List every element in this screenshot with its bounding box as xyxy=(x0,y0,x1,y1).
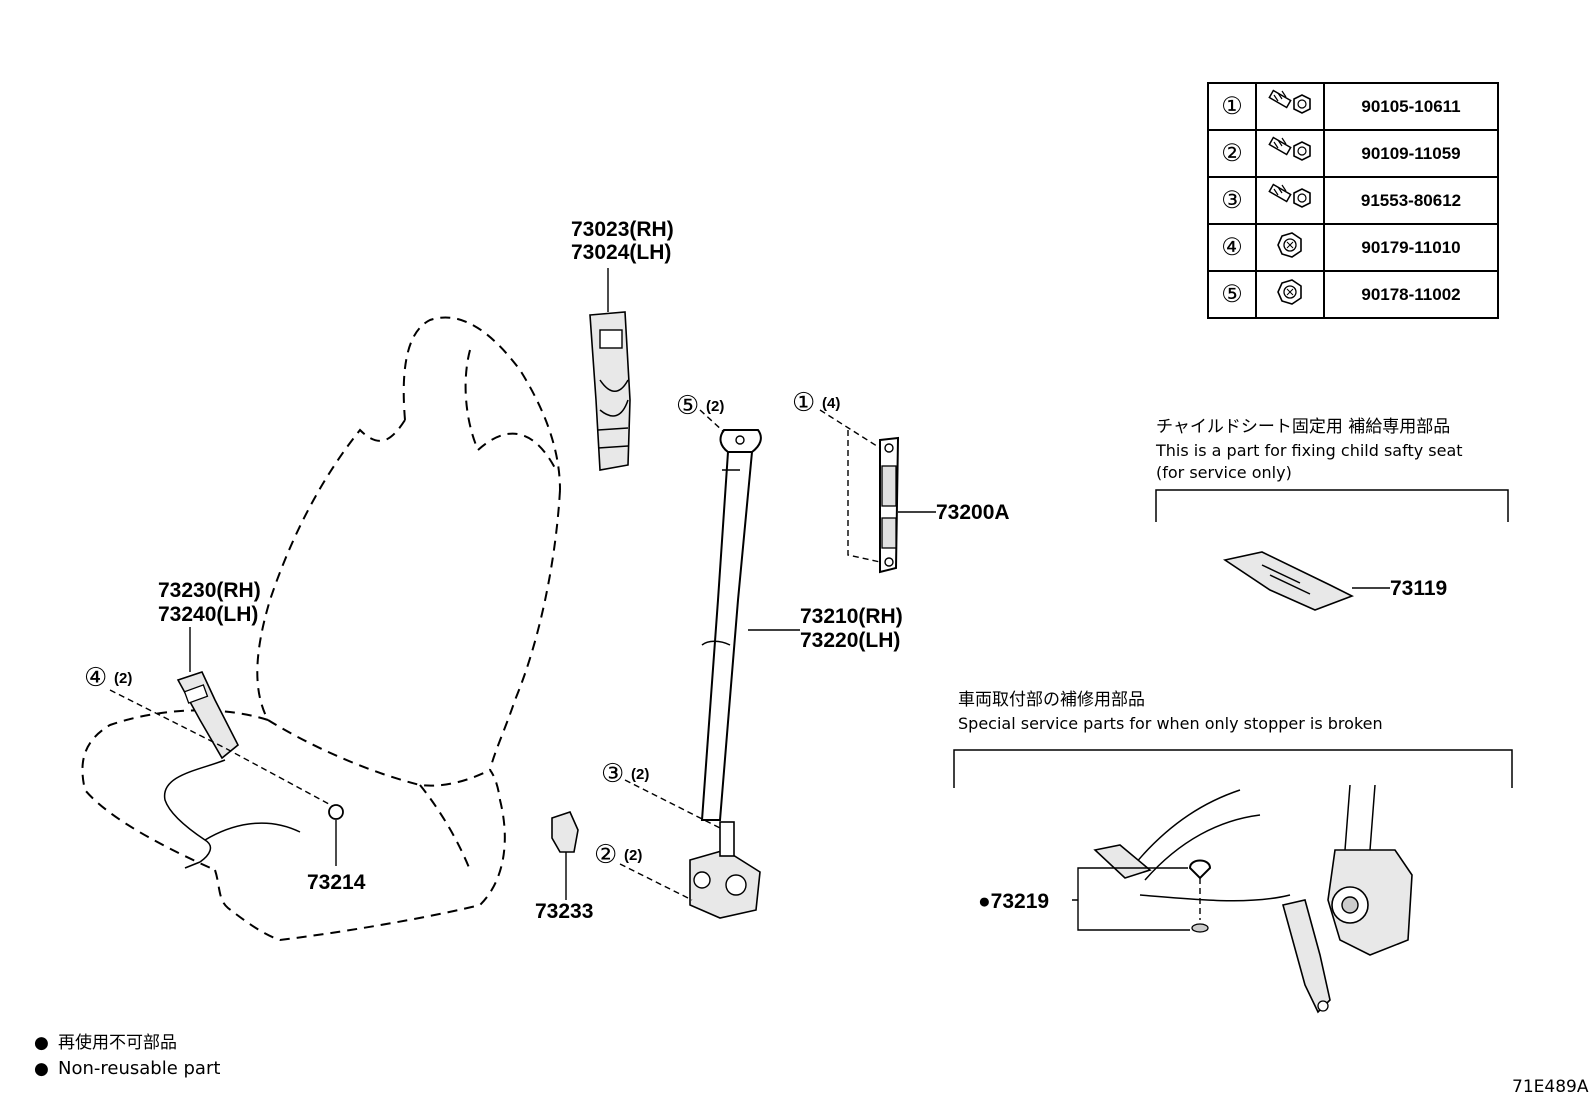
adjuster-part xyxy=(879,436,900,574)
fastener-row: ⑤ 90178-11002 xyxy=(1207,270,1499,319)
callout-1-qty: (4) xyxy=(822,395,840,412)
stopper-note-en: Special service parts for when only stop… xyxy=(958,714,1383,733)
fastener-row: ③ 91553-80612 xyxy=(1207,176,1499,225)
fastener-ref: ⑤ xyxy=(1207,270,1257,319)
callout-3: ③ xyxy=(601,759,624,789)
fastener-table: ① 90105-10611 ② 90109-11059 ③ 91553-80612 ④ 901… xyxy=(1207,82,1499,319)
child-seat-note-jp: チャイルドシート固定用 補給専用部品 xyxy=(1156,417,1450,437)
fastener-part-number: 90105-10611 xyxy=(1323,82,1499,131)
bolt-icon xyxy=(1255,82,1325,131)
fastener-part-number: 90109-11059 xyxy=(1323,129,1499,178)
child-seat-label: 73119 xyxy=(1390,577,1447,600)
fastener-row: ④ 90179-11010 xyxy=(1207,223,1499,272)
pillar-cover-rh-label: 73023(RH) xyxy=(571,218,674,241)
buckle-lh-label: 73240(LH) xyxy=(158,603,258,626)
fastener-table-body: ① 90105-10611 ② 90109-11059 ③ 91553-80612 ④ 901… xyxy=(1207,82,1499,319)
callout-4: ④ xyxy=(84,663,107,693)
seat-belt-assembly xyxy=(689,429,762,919)
stopper-label: ●73219 xyxy=(978,890,1049,913)
diagram-id: 71E489A xyxy=(1512,1077,1589,1097)
nut-icon xyxy=(1255,223,1325,272)
child-seat-note-en1: This is a part for fixing child safty se… xyxy=(1155,441,1463,460)
callout-3-qty: (2) xyxy=(631,766,649,783)
bolt-icon xyxy=(1255,129,1325,178)
cover-label: 73233 xyxy=(535,900,593,923)
fastener-ref: ① xyxy=(1207,82,1257,131)
washer-part xyxy=(328,804,344,820)
fastener-part-number: 91553-80612 xyxy=(1323,176,1499,225)
cover-part xyxy=(551,811,579,853)
callout-2-qty: (2) xyxy=(624,847,642,864)
child-seat-anchor-part xyxy=(1222,551,1354,611)
callout-3-leader xyxy=(624,779,721,829)
child-seat-bracket xyxy=(1155,489,1509,522)
seat-outline xyxy=(81,316,561,942)
bolt-icon xyxy=(1255,176,1325,225)
buckle-nut-leader xyxy=(109,689,341,811)
fastener-ref: ③ xyxy=(1207,176,1257,225)
callout-5: ⑤ xyxy=(676,391,699,421)
belt-rh-label: 73210(RH) xyxy=(800,605,903,628)
belt-lh-label: 73220(LH) xyxy=(800,629,900,652)
callout-2: ② xyxy=(594,840,617,870)
fastener-ref: ② xyxy=(1207,129,1257,178)
fastener-part-number: 90179-11010 xyxy=(1323,223,1499,272)
fastener-row: ① 90105-10611 xyxy=(1207,82,1499,131)
fastener-part-number: 90178-11002 xyxy=(1323,270,1499,319)
nut-icon xyxy=(1255,270,1325,319)
callout-5-qty: (2) xyxy=(706,398,724,415)
callout-1: ① xyxy=(792,388,815,418)
buckle-rh-label: 73230(RH) xyxy=(158,579,261,602)
pillar-cover-lh-label: 73024(LH) xyxy=(571,241,671,264)
child-seat-note-en2: (for service only) xyxy=(1156,463,1292,482)
pillar-cover-part xyxy=(589,311,631,471)
legend-jp: 再使用不可部品 xyxy=(58,1032,177,1053)
stopper-leader xyxy=(1072,867,1190,931)
legend-en: Non-reusable part xyxy=(58,1058,220,1079)
stopper-detail-sketch xyxy=(1093,784,1413,1014)
callout-5-leader xyxy=(699,409,725,433)
callout-4-qty: (2) xyxy=(114,670,132,687)
adjuster-bolt-leader xyxy=(819,409,881,563)
callout-2-leader xyxy=(619,863,693,901)
stopper-note-jp: 車両取付部の補修用部品 xyxy=(958,690,1145,710)
washer-label: 73214 xyxy=(307,871,366,894)
buckle-part xyxy=(164,671,301,869)
legend-bullet-1: ● xyxy=(34,1033,49,1053)
legend-bullet-2: ● xyxy=(34,1059,49,1079)
adjuster-label: 73200A xyxy=(936,501,1010,524)
stopper-bracket xyxy=(953,749,1513,788)
fastener-row: ② 90109-11059 xyxy=(1207,129,1499,178)
fastener-ref: ④ xyxy=(1207,223,1257,272)
